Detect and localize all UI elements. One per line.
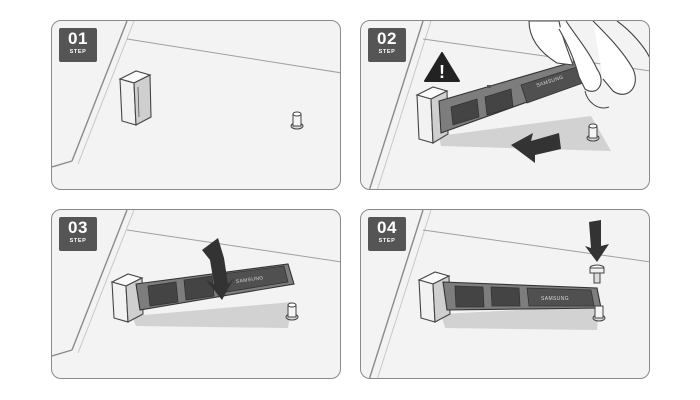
step-number: 04: [377, 218, 397, 237]
step-panel-04: SAMSUNG 04 STEP: [360, 209, 650, 379]
step-panel-02: SAMSUNG ! 02 STEP: [360, 20, 650, 190]
m2-slot: [118, 70, 152, 126]
step-panel-01: 01 STEP: [51, 20, 341, 190]
arrow-left-icon: [511, 133, 561, 163]
step-label: STEP: [69, 49, 87, 55]
ssd-brand-label: SAMSUNG: [541, 296, 569, 302]
card-shadow: [132, 302, 292, 328]
step-badge: 04 STEP: [368, 217, 406, 251]
card-shadow: [439, 116, 611, 151]
step-badge: 02 STEP: [368, 28, 406, 62]
warning-icon: !: [424, 52, 460, 82]
standoff: [285, 302, 299, 321]
screw: [589, 264, 605, 284]
step-01-illustration: [52, 21, 340, 168]
ssd-card: SAMSUNG: [442, 281, 602, 311]
warning-symbol: !: [439, 62, 445, 82]
hand: [528, 21, 649, 109]
step-badge: 01 STEP: [59, 28, 97, 62]
board-edge: [71, 210, 128, 351]
board-edge-corner: [52, 349, 73, 357]
board-line: [422, 229, 649, 263]
ssd-brand-label: SAMSUNG: [235, 275, 264, 285]
board-line: [126, 229, 340, 263]
step-panel-03: SAMSUNG 03 STEP: [51, 209, 341, 379]
step-03-illustration: SAMSUNG: [52, 210, 340, 357]
ssd-card: SAMSUNG: [438, 58, 592, 134]
card-shadow: [441, 306, 599, 330]
standoff: [586, 123, 600, 142]
board-edge: [71, 21, 128, 162]
board-edge-corner: [52, 160, 73, 168]
step-label: STEP: [378, 49, 396, 55]
step-label: STEP: [378, 238, 396, 244]
step-number: 02: [377, 29, 397, 48]
step-number: 01: [68, 29, 88, 48]
board-line: [126, 38, 340, 74]
standoff: [290, 111, 304, 130]
step-02-illustration: SAMSUNG !: [368, 21, 649, 189]
board-edge: [368, 210, 424, 378]
arrow-down-icon: [202, 238, 234, 300]
board-edge-shadow: [377, 21, 432, 189]
step-04-illustration: SAMSUNG: [368, 210, 649, 378]
step-label: STEP: [69, 238, 87, 244]
board-edge-shadow: [377, 210, 432, 378]
board-edge-shadow: [77, 21, 135, 165]
arrow-down-icon: [585, 220, 609, 262]
step-number: 03: [68, 218, 88, 237]
board-edge: [368, 21, 424, 189]
step-badge: 03 STEP: [59, 217, 97, 251]
board-edge-shadow: [77, 210, 135, 354]
standoff: [592, 305, 606, 322]
